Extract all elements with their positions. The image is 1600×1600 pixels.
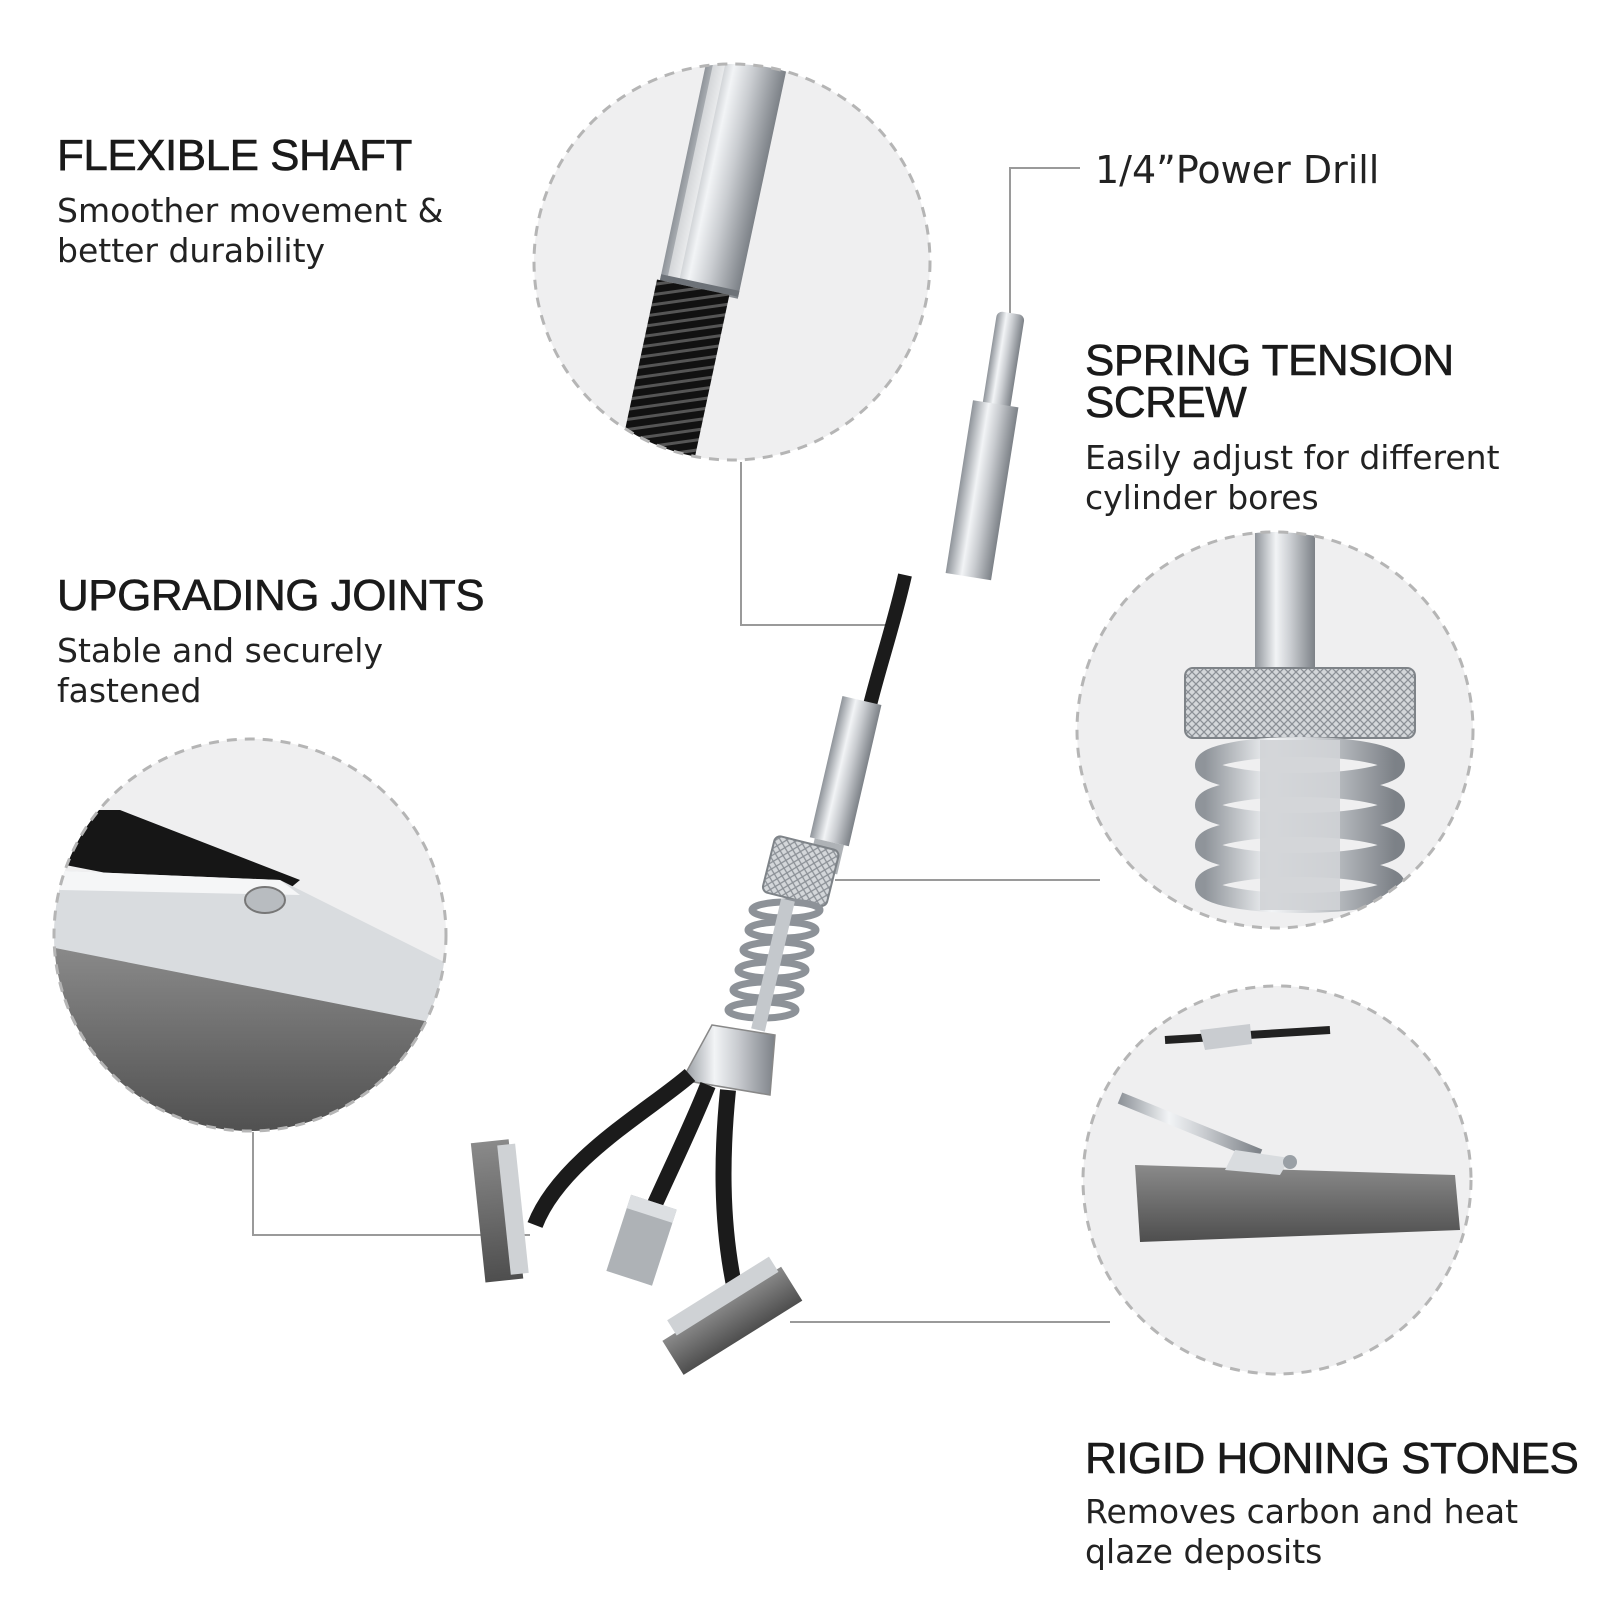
feature-description-line: Stable and securely bbox=[57, 631, 383, 670]
feature-description-line: fastened bbox=[57, 671, 202, 710]
leader-flexible-shaft bbox=[740, 462, 890, 626]
feature-title-line: SCREW bbox=[1085, 378, 1247, 427]
leader-lines bbox=[252, 167, 1110, 1323]
feature-title: UPGRADING JOINTS bbox=[57, 571, 485, 620]
feature-description-line: Removes carbon and heat bbox=[1085, 1492, 1519, 1531]
zoom-circle-upgrading-joints bbox=[52, 737, 448, 1133]
feature-flexible-shaft: FLEXIBLE SHAFT Smoother movement & bette… bbox=[57, 131, 444, 271]
feature-description: Stable and securely fastened bbox=[57, 631, 484, 711]
cylinder-hone-tool bbox=[470, 311, 1025, 1375]
feature-description: Easily adjust for different cylinder bor… bbox=[1085, 438, 1500, 518]
leader-drill bbox=[1009, 167, 1080, 313]
feature-description-line: better durability bbox=[57, 231, 326, 270]
feature-description: Smoother movement & better durability bbox=[57, 191, 443, 271]
drill-callout-label: 1/4”Power Drill bbox=[1095, 148, 1380, 192]
feature-description-line: Smoother movement & bbox=[57, 191, 444, 230]
feature-description-line: qlaze deposits bbox=[1085, 1532, 1323, 1571]
zoom-circle-flexible-shaft bbox=[532, 62, 932, 462]
feature-title: FLEXIBLE SHAFT bbox=[57, 131, 413, 180]
feature-description-line: Easily adjust for different bbox=[1085, 438, 1500, 477]
feature-upgrading-joints: UPGRADING JOINTS Stable and securely fas… bbox=[57, 571, 485, 711]
leader-joints bbox=[252, 1132, 530, 1236]
zoom-circle-spring-tension bbox=[1075, 530, 1475, 930]
feature-spring-tension-screw: SPRING TENSION SCREW Easily adjust for d… bbox=[1085, 338, 1500, 518]
feature-title: RIGID HONING STONES bbox=[1085, 1434, 1579, 1483]
feature-title-line: SPRING TENSION bbox=[1085, 336, 1455, 385]
feature-rigid-honing-stones: RIGID HONING STONES Removes carbon and h… bbox=[1085, 1434, 1579, 1572]
feature-description-line: cylinder bores bbox=[1085, 478, 1319, 517]
feature-title: SPRING TENSION SCREW bbox=[1085, 338, 1500, 427]
feature-description: Removes carbon and heat qlaze deposits bbox=[1085, 1492, 1578, 1572]
zoom-circle-honing-stones bbox=[1081, 984, 1473, 1376]
